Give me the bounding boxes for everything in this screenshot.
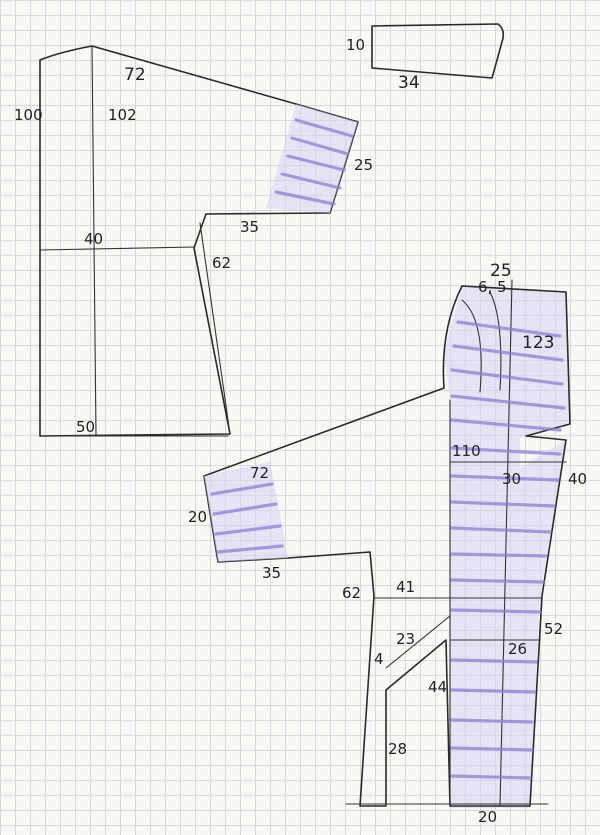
front-stripe — [450, 394, 566, 410]
front-top-height-label: 123 — [522, 333, 554, 353]
front-pocket-slope — [385, 615, 451, 669]
front-stripe — [450, 608, 542, 614]
front-bottom-width-label: 20 — [478, 808, 497, 826]
front-waist-width-label: 30 — [502, 470, 521, 488]
back-cuff-depth-label: 25 — [354, 156, 373, 174]
back-cuff-width-label: 35 — [240, 218, 259, 236]
front-hip-depth-label: 52 — [544, 620, 563, 638]
collar-height-label: 10 — [346, 36, 365, 54]
back-chest-label: 40 — [84, 230, 103, 248]
back-shoulder-label: 72 — [124, 65, 146, 85]
front-stripe — [456, 320, 562, 338]
front-stripe — [452, 344, 564, 362]
front-center-line — [499, 279, 513, 807]
back-piece: 72 100 102 40 62 50 25 35 — [14, 45, 373, 437]
front-piece: 25 6, 5 123 110 30 40 52 26 20 72 20 35 … — [188, 261, 587, 826]
front-stripe — [450, 368, 564, 386]
front-stripe — [450, 552, 548, 558]
front-left-cuff-depth-label: 20 — [188, 508, 207, 526]
front-stripe — [450, 526, 552, 534]
front-side-label: 62 — [342, 584, 361, 602]
front-lower-width-label: 26 — [508, 640, 527, 658]
front-stripe — [450, 688, 536, 694]
front-top-curve — [461, 299, 482, 393]
front-stripe — [450, 446, 562, 456]
front-stripe — [450, 578, 546, 584]
front-stripe — [450, 746, 534, 752]
front-pocket-lower-label: 28 — [388, 740, 407, 758]
front-waist-slant-label: 40 — [568, 470, 587, 488]
front-stripe — [450, 718, 534, 724]
back-side-label: 62 — [212, 254, 231, 272]
front-cuff-stripe — [214, 524, 282, 536]
front-pocket-slope-label: 23 — [396, 630, 415, 648]
front-cuff-shade — [204, 462, 288, 562]
front-left-cuff-label: 72 — [250, 464, 269, 482]
collar-width-label: 34 — [398, 73, 420, 93]
front-stripe — [450, 474, 560, 482]
back-center-height-label: 102 — [108, 106, 137, 124]
front-upper-shade — [444, 286, 570, 808]
back-cuff-stripe — [286, 154, 346, 172]
collar-piece: 10 34 — [346, 23, 505, 93]
back-side-arrow — [199, 222, 231, 435]
back-cuff-stripe — [294, 118, 354, 138]
front-cuff-stripe — [216, 544, 284, 554]
front-top-marks-label: 6, 5 — [478, 278, 507, 296]
back-cuff-shade — [266, 104, 358, 213]
back-cuff-stripe — [280, 172, 342, 190]
front-stripe — [450, 658, 538, 664]
front-left-cuff-width-label: 35 — [262, 564, 281, 582]
back-side-height-label: 100 — [14, 106, 43, 124]
front-cuff-stripe — [210, 482, 274, 496]
back-center-line — [91, 45, 97, 437]
back-cuff-stripe — [274, 190, 336, 206]
front-pocket-depth-label: 44 — [428, 678, 447, 696]
front-pocket-small-label: 4 — [374, 650, 384, 668]
front-stripe — [450, 418, 562, 432]
back-cuff-stripe — [290, 136, 350, 156]
front-side-width-label: 41 — [396, 578, 415, 596]
back-hem-label: 50 — [76, 418, 95, 436]
front-waist-height-label: 110 — [452, 442, 481, 460]
front-stripe — [450, 500, 556, 508]
front-stripe — [450, 774, 532, 780]
collar-outline — [371, 23, 505, 79]
back-chest-line — [39, 246, 195, 251]
front-cuff-stripe — [212, 502, 278, 516]
front-top-width-label: 25 — [490, 261, 512, 281]
